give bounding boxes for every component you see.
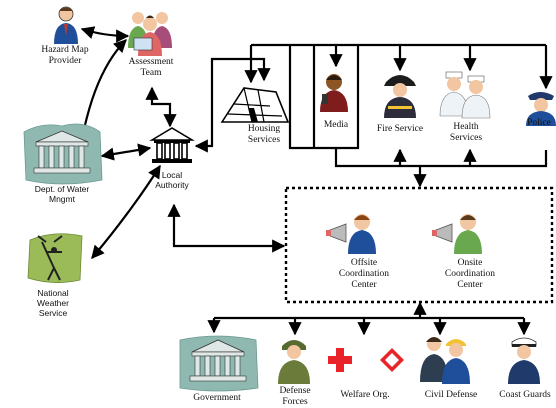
building-icon	[23, 123, 103, 185]
red-cross-crescent-crystal-icon	[328, 348, 404, 372]
police-icon	[526, 92, 556, 126]
label-offsite-center: Offsite Coordination Center	[338, 258, 390, 290]
doctors-icon	[439, 71, 491, 119]
arrow-water-authority	[100, 143, 152, 161]
label-local-authority: Local Authority	[155, 170, 189, 190]
connectors	[78, 26, 553, 336]
government-building-icon	[149, 127, 195, 163]
services-lower-bus	[334, 148, 548, 168]
workers-icon	[420, 337, 470, 384]
label-health-services: Health Services	[449, 122, 483, 143]
person-icon	[54, 6, 78, 44]
building-icon	[179, 335, 259, 392]
label-welfare-org: Welfare Org.	[340, 390, 390, 400]
label-onsite-center: Onsite Coordination Center	[444, 258, 496, 290]
firefighter-icon	[384, 75, 416, 118]
group-icon	[128, 12, 172, 56]
arrow-assessment-authority	[145, 86, 177, 128]
megaphone-person-icon	[326, 214, 376, 254]
label-civil-defense: Civil Defense	[424, 390, 478, 400]
housing-media-box	[288, 45, 360, 150]
label-dept-water: Dept. of Water Mngmt	[34, 184, 90, 204]
label-fire-service: Fire Service	[376, 124, 424, 134]
weather-icon	[27, 233, 83, 283]
reporter-icon	[320, 74, 348, 112]
megaphone-person-icon	[432, 214, 482, 254]
label-defense-forces: Defense Forces	[279, 386, 311, 407]
label-coast-guards: Coast Guards	[499, 390, 551, 400]
label-housing-services: Housing Services	[247, 124, 281, 145]
sailor-icon	[508, 337, 540, 384]
arrow-hazard-assessment	[80, 26, 130, 43]
arrow-authority-services	[194, 57, 271, 153]
tent-icon	[220, 87, 290, 123]
arrow-authority-coordination	[167, 203, 286, 253]
label-media: Media	[323, 120, 349, 130]
coordination-box	[284, 186, 554, 304]
label-assessment-team: Assessment Team	[128, 57, 174, 78]
arrow-weather-authority	[91, 164, 161, 260]
label-police: Police	[527, 118, 551, 128]
label-hazard-map-provider: Hazard Map Provider	[41, 45, 89, 66]
label-national-weather: National Weather Service	[37, 288, 69, 318]
soldier-icon	[278, 340, 310, 384]
label-government: Government	[193, 393, 241, 403]
